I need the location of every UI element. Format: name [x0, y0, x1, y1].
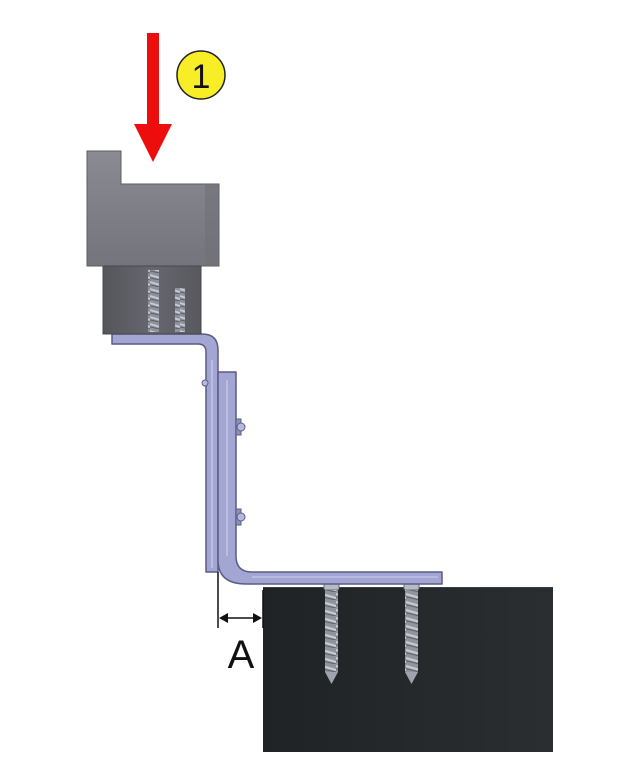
dimension-label: A — [228, 633, 255, 677]
upper-bracket — [111, 333, 219, 573]
clamp-block — [86, 150, 220, 267]
bracket-bolt-lower — [235, 508, 246, 526]
lower-bracket — [217, 371, 443, 585]
insert-screw-left — [148, 270, 159, 332]
step-number: 1 — [192, 58, 211, 96]
step-badge: 1 — [176, 50, 226, 100]
base-screw-right — [403, 581, 420, 684]
bracket-bolt-upper — [235, 418, 246, 436]
insert-screw-right — [175, 288, 185, 332]
dimension-a: A — [217, 572, 264, 677]
force-arrow — [134, 33, 172, 162]
base-screw-left — [323, 581, 340, 684]
